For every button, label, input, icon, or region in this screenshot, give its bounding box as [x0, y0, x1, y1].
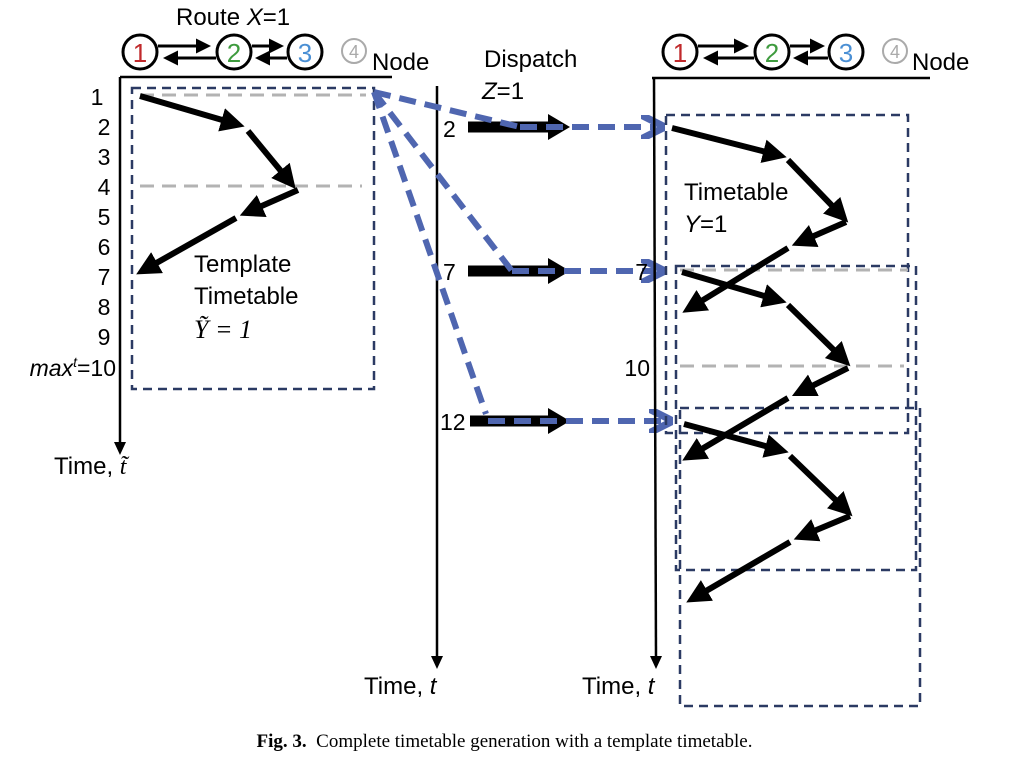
template-arrow-3 [239, 187, 300, 217]
tick-max: maxt=10 [30, 354, 116, 381]
timetable-copy-box-3 [678, 406, 922, 708]
timetable-copy-box-2 [674, 264, 918, 572]
node-1-circle [121, 33, 159, 71]
node-4-circle [341, 38, 367, 64]
node-2-circle [215, 33, 253, 71]
trip2-arrow-1 [681, 269, 787, 308]
trip3-arrow-2 [787, 453, 853, 517]
template-arrow-2 [245, 129, 296, 189]
timetable-panel: 1 2 3 4 Node Time, t 7 10 [582, 33, 969, 708]
timetable-y: Y=1 [684, 211, 727, 238]
route-title: Route X=1 [176, 4, 290, 31]
tick-7: 7 [98, 264, 111, 290]
trip2-arrow-2 [785, 302, 851, 367]
timetable-trajectories [671, 125, 853, 603]
template-title-line2: Timetable [194, 283, 298, 310]
trip1-arrow-1 [671, 125, 787, 163]
timetable-title: Timetable [684, 179, 788, 206]
node-2-label: 2 [227, 38, 241, 68]
time-axis-right [652, 77, 658, 661]
dispatch-time-7: 7 [443, 259, 456, 285]
tick-8: 8 [98, 294, 111, 320]
template-title-line1: Template [194, 251, 291, 278]
time-axis-template-arrowhead [114, 442, 126, 455]
tick-1: 1 [91, 84, 104, 110]
template-panel: Route X=1 1 2 3 4 Node 1 2 3 4 5 [30, 4, 430, 480]
trip3-arrow-3 [793, 513, 852, 542]
trip1-arrow-2 [785, 157, 849, 223]
template-y-formula: Ỹ = 1 [194, 315, 252, 344]
time-axis-middle-arrowhead [431, 656, 443, 669]
tick-3: 3 [98, 144, 111, 170]
copy-line-to-12 [371, 91, 489, 415]
template-timetable-box [130, 86, 376, 391]
copy-line-to-7 [371, 90, 515, 273]
timetable-copy-boxes [664, 113, 922, 708]
node-4-circle-right [882, 38, 908, 64]
middle-axis-label: Time, t [364, 673, 438, 700]
node-1-label-right: 1 [673, 38, 687, 68]
tick-6: 6 [98, 234, 111, 260]
caption-text: Complete timetable generation with a tem… [316, 731, 753, 752]
dispatch-z: Z=1 [481, 78, 524, 105]
template-trajectory [136, 93, 300, 275]
trip3-arrow-1 [683, 421, 789, 458]
tick-5: 5 [98, 204, 111, 230]
trip1-arrow-4 [682, 245, 790, 313]
node-4-label-right: 4 [890, 42, 900, 62]
template-axis-label: Time, t̃ [54, 453, 130, 480]
time-axis-right-arrowhead [650, 656, 662, 669]
right-axis-label: Time, t [582, 673, 656, 700]
trip2-arrow-3 [791, 365, 850, 397]
tick-2: 2 [98, 114, 111, 140]
tick-4: 4 [98, 174, 111, 200]
dispatch-time-12: 12 [440, 409, 466, 435]
node-2-circle-right [753, 33, 791, 71]
timetable-copy-box-1 [664, 113, 910, 435]
dispatch-arrowhead-7 [548, 258, 570, 284]
node-3-label: 3 [298, 38, 312, 68]
node-3-label-right: 3 [839, 38, 853, 68]
route-nodes-left: 1 2 3 4 [121, 33, 367, 71]
node-axis-label-left: Node [372, 49, 429, 76]
template-time-ticks: 1 2 3 4 5 6 7 8 9 maxt=10 [30, 84, 116, 381]
template-arrow-4 [136, 215, 238, 275]
trip1-arrow-3 [791, 219, 848, 248]
right-tick-10: 10 [624, 355, 650, 381]
dispatch-arrowhead-12 [548, 408, 570, 434]
node-3-circle-right [827, 33, 865, 71]
trip3-arrow-4 [686, 539, 792, 603]
template-arrow-1 [139, 93, 245, 132]
caption-label: Fig. 3. [256, 731, 307, 752]
tick-9: 9 [98, 324, 111, 350]
trip2-arrow-4 [682, 395, 790, 461]
figure-caption: Fig. 3. Complete timetable generation wi… [0, 731, 1009, 753]
node-3-circle [286, 33, 324, 71]
node-2-label-right: 2 [765, 38, 779, 68]
node-1-circle-right [661, 33, 699, 71]
route-nodes-right: 1 2 3 4 [661, 33, 908, 71]
timetable-diagram: Route X=1 1 2 3 4 Node 1 2 3 4 5 [30, 4, 969, 708]
node-1-label: 1 [133, 38, 147, 68]
right-tick-7: 7 [635, 259, 648, 285]
dispatch-time-2: 2 [443, 116, 456, 142]
dispatch-panel: Dispatch Z=1 Time, t 2 7 12 [364, 46, 664, 700]
dispatch-title: Dispatch [484, 46, 577, 73]
node-axis-label-right: Node [912, 49, 969, 76]
node-4-label: 4 [349, 42, 359, 62]
copy-mapping-lines [371, 89, 664, 421]
